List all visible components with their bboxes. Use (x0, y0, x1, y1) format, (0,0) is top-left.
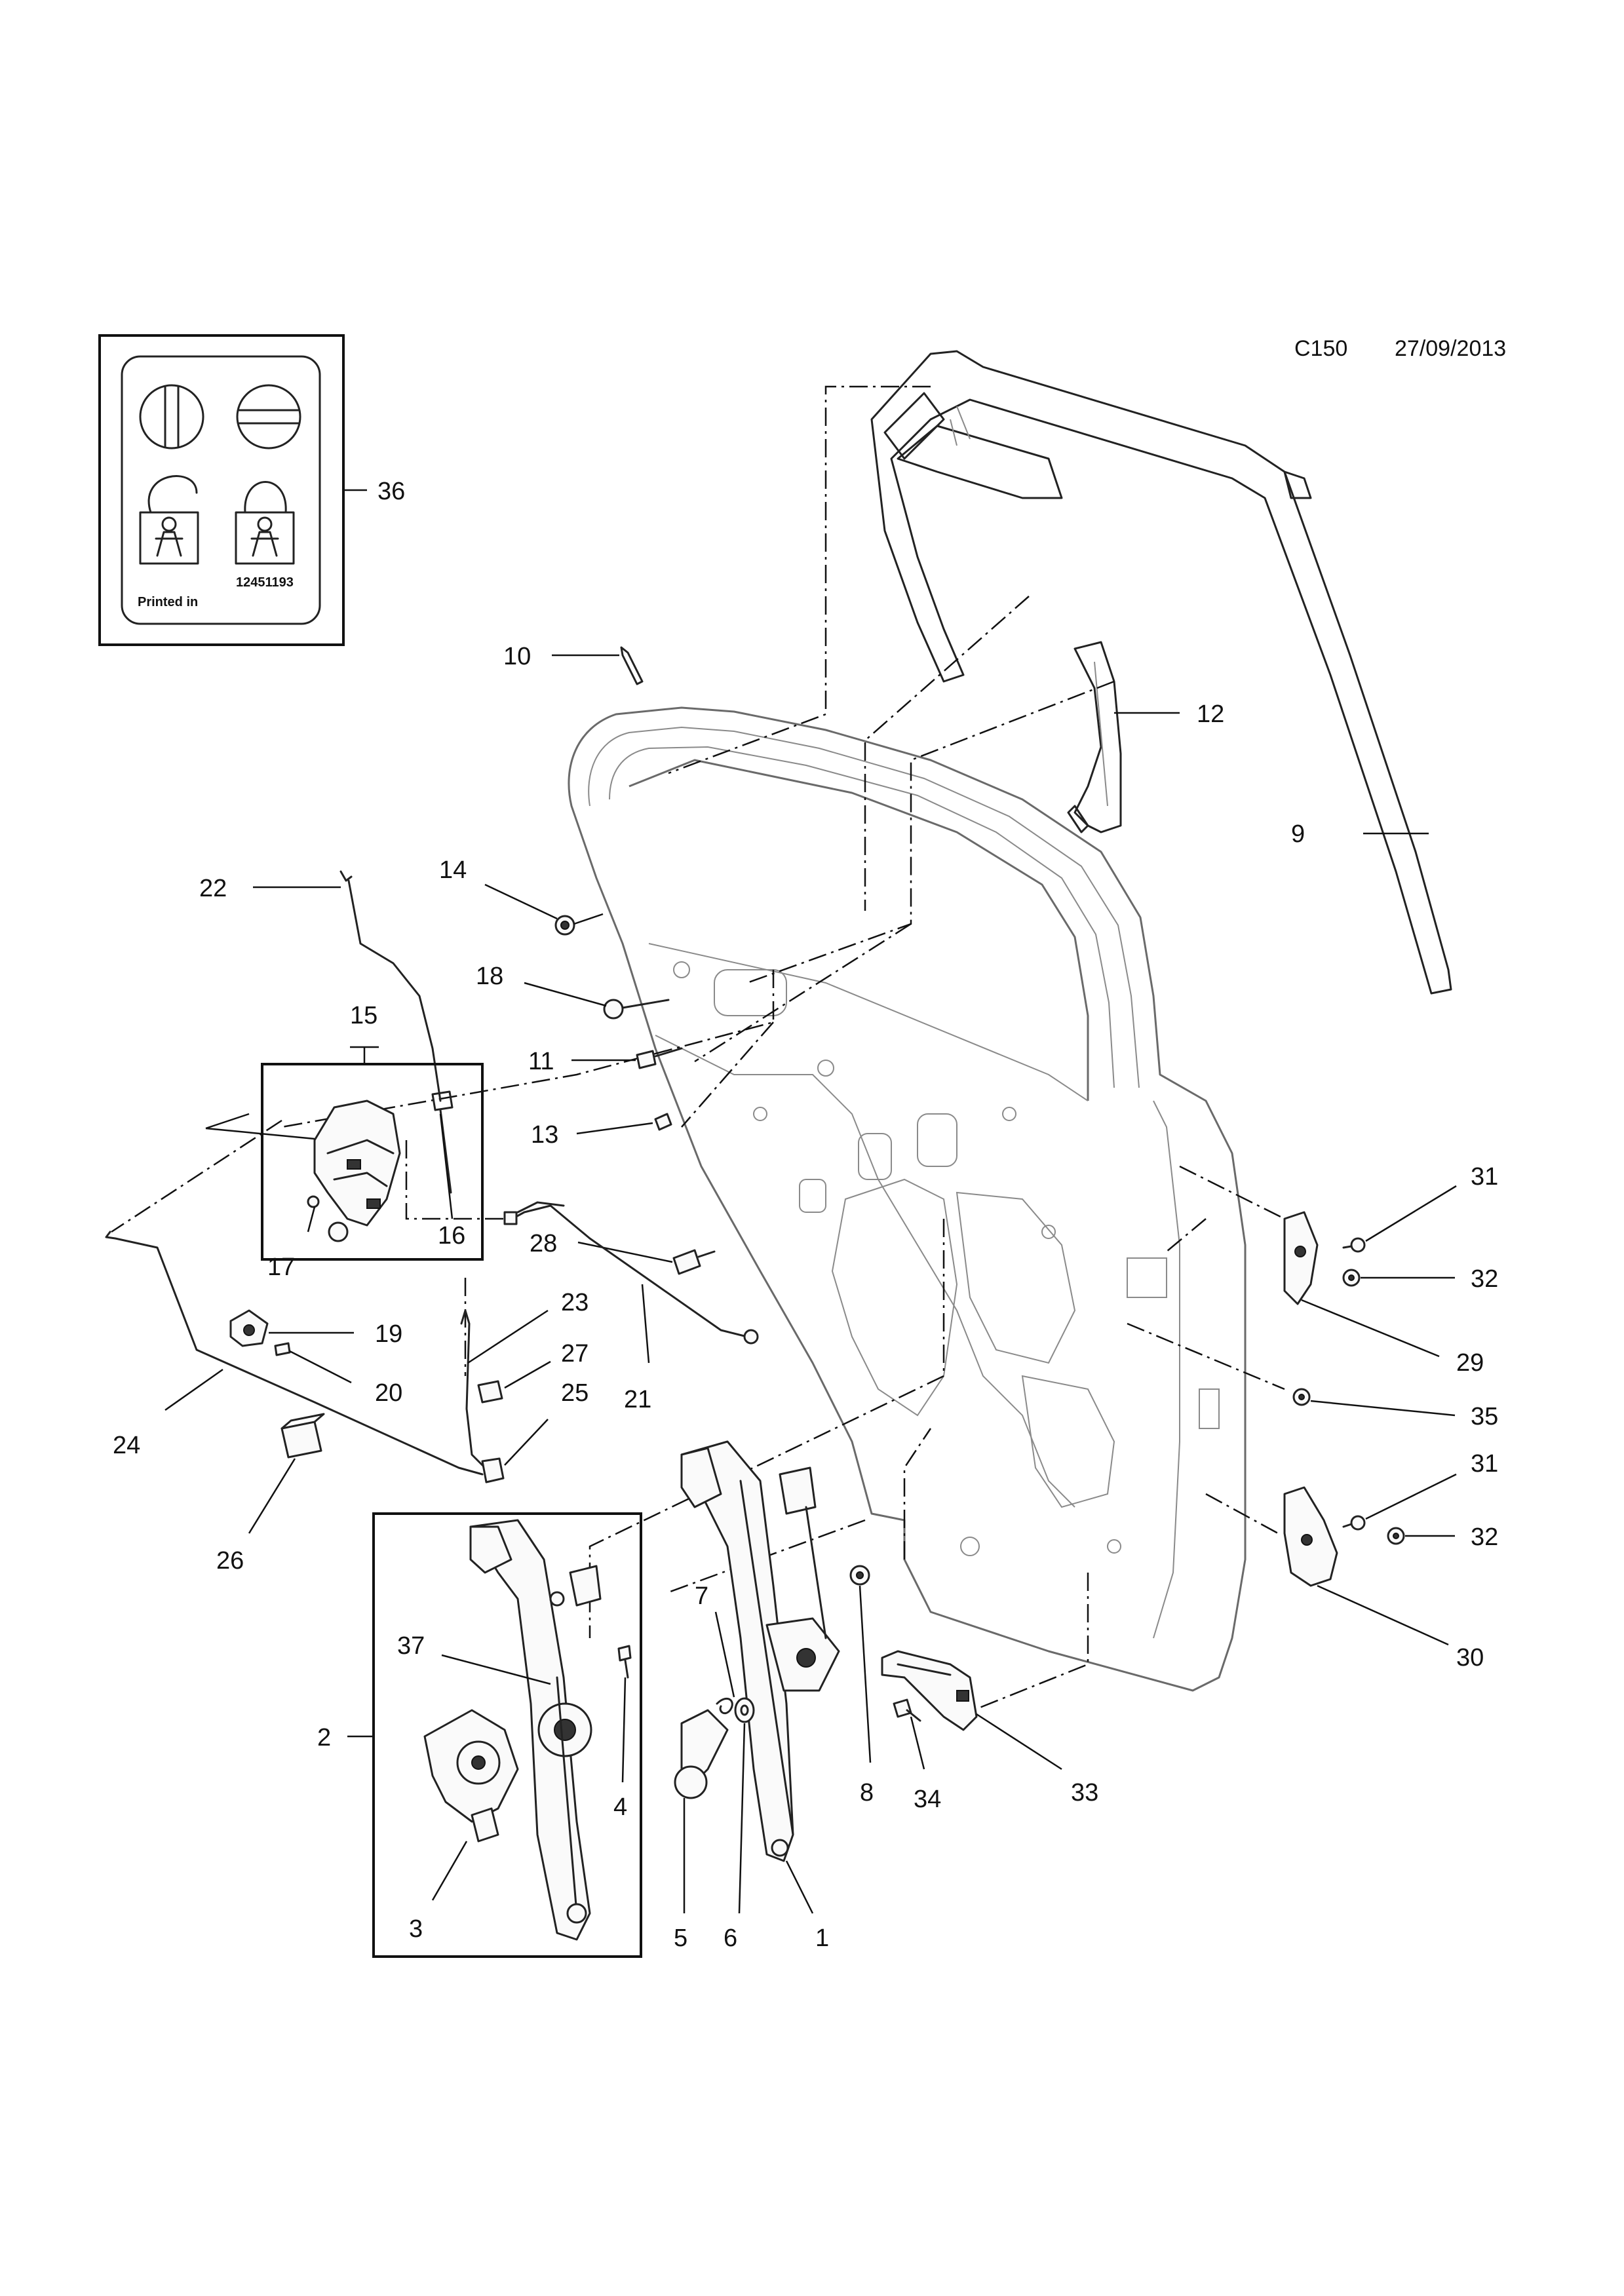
callout-31b: 31 (1471, 1450, 1498, 1478)
lower-hinge-30 (1283, 1486, 1338, 1587)
diagram-code: C150 (1294, 336, 1347, 361)
window-frame-seal (870, 350, 1452, 995)
callout-20: 20 (375, 1379, 402, 1407)
callout-26: 26 (216, 1547, 244, 1575)
callout-34: 34 (914, 1786, 941, 1813)
callout-16: 16 (438, 1222, 465, 1250)
callout-9: 9 (1291, 820, 1305, 848)
plug-35 (1292, 1388, 1311, 1406)
callout-21: 21 (624, 1386, 651, 1413)
lock-rod-23 (460, 1309, 489, 1472)
bolt-31a (1342, 1237, 1366, 1253)
callout-11: 11 (528, 1048, 554, 1075)
callout-32b: 32 (1471, 1523, 1498, 1551)
screw-4 (617, 1645, 632, 1679)
child-lock-open-icon (139, 475, 199, 565)
bolt-34 (893, 1698, 921, 1722)
callout-23: 23 (561, 1289, 589, 1316)
clip-13 (654, 1113, 672, 1131)
callout-28: 28 (530, 1230, 557, 1257)
callout-15: 15 (350, 1002, 377, 1029)
door-lock-16 (313, 1090, 454, 1242)
callout-4: 4 (613, 1793, 627, 1821)
window-regulator-1 (680, 1440, 840, 1862)
lock-symbol-icon (139, 384, 204, 450)
callout-3: 3 (409, 1915, 423, 1943)
washer-6 (734, 1697, 755, 1723)
callout-12: 12 (1197, 700, 1224, 728)
clip-28 (672, 1249, 716, 1275)
label-printed-in: Printed in (138, 595, 198, 609)
callout-25: 25 (561, 1379, 589, 1407)
nut-8 (849, 1565, 870, 1586)
window-regulator-2 (469, 1519, 602, 1941)
child-lock-label-card: Printed in 12451193 (98, 334, 345, 646)
window-crank-handle-5 (674, 1709, 729, 1799)
screw-10 (620, 646, 644, 685)
screw-20 (274, 1342, 291, 1356)
diagram-date: 27/09/2013 (1395, 336, 1506, 361)
foam-pad-26 (280, 1413, 325, 1459)
callout-8: 8 (860, 1779, 874, 1807)
callout-18: 18 (476, 963, 503, 990)
bolt-31b (1342, 1515, 1366, 1531)
actuator-19 (229, 1309, 269, 1347)
lock-assembly-box (261, 1063, 484, 1261)
inside-handle-cable-21 (503, 1201, 759, 1345)
callout-1: 1 (815, 1924, 829, 1952)
callout-6: 6 (724, 1924, 737, 1952)
callout-14: 14 (439, 856, 467, 884)
window-regulator-box (372, 1512, 642, 1958)
callout-19: 19 (375, 1320, 402, 1348)
callout-7: 7 (695, 1582, 708, 1610)
unlock-symbol-icon (236, 384, 301, 450)
callout-30: 30 (1456, 1644, 1484, 1672)
screw-18 (603, 999, 670, 1020)
clip-7 (716, 1697, 733, 1715)
callout-33: 33 (1071, 1779, 1098, 1807)
lock-rod-22 (339, 870, 442, 1102)
callout-13: 13 (531, 1121, 558, 1149)
door-check-strap-33 (881, 1650, 978, 1731)
upper-hinge-29 (1283, 1211, 1319, 1305)
rear-door-inner-panel (568, 706, 1247, 1692)
bolt-11 (636, 1047, 683, 1069)
callout-29: 29 (1456, 1349, 1484, 1377)
lock-rod-24 (105, 1231, 484, 1476)
callout-35: 35 (1471, 1403, 1498, 1430)
screw-17 (307, 1195, 320, 1208)
callout-36: 36 (377, 478, 405, 505)
child-lock-closed-icon (235, 481, 295, 565)
callout-27: 27 (561, 1340, 589, 1368)
label-part-number: 12451193 (236, 575, 294, 590)
callout-2: 2 (317, 1724, 331, 1751)
callout-31a: 31 (1471, 1163, 1498, 1191)
callout-32a: 32 (1471, 1265, 1498, 1293)
window-motor-3 (423, 1709, 519, 1843)
callout-17: 17 (267, 1253, 295, 1281)
plug-14 (554, 915, 575, 936)
division-channel (1067, 641, 1122, 833)
callout-37: 37 (397, 1632, 425, 1660)
callout-22: 22 (199, 875, 227, 902)
callout-24: 24 (113, 1432, 140, 1459)
bolt-32b (1387, 1527, 1405, 1545)
foam-pad-27 (477, 1380, 503, 1404)
bolt-32a (1342, 1269, 1361, 1287)
callout-5: 5 (674, 1924, 687, 1952)
rod-clip-25 (481, 1457, 505, 1483)
callout-10: 10 (503, 643, 531, 670)
